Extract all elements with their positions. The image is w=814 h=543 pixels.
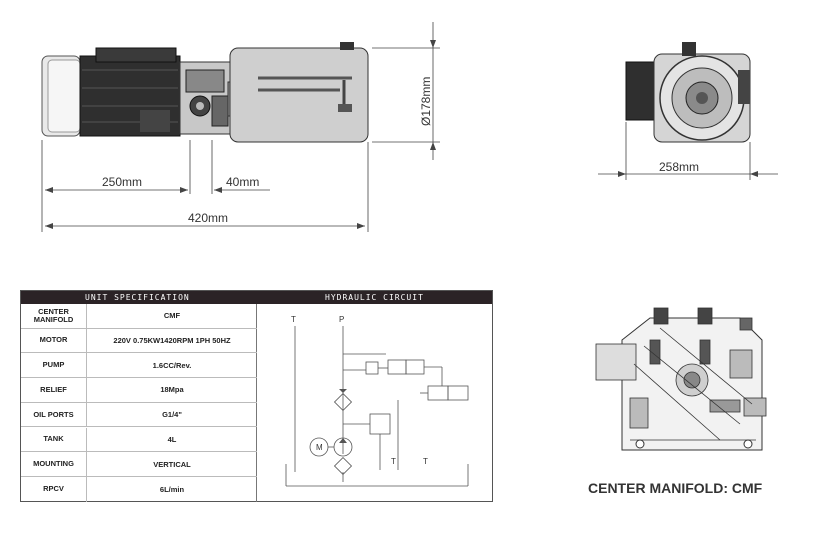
spec-label: OIL PORTS [21, 402, 87, 427]
spec-label: MOUNTING [21, 452, 87, 476]
tank-diameter-dimension: Ø178mm [419, 76, 433, 126]
oil-tank [229, 42, 369, 143]
motor-end-cap [41, 55, 81, 137]
spec-value: VERTICAL [153, 459, 191, 469]
circuit-return-t2: T [423, 457, 428, 466]
spec-row: TANK 4L [21, 427, 257, 453]
circuit-motor-label: M [316, 443, 323, 452]
spec-row: CENTER MANIFOLD CMF [21, 304, 257, 329]
spec-value: 4L [167, 434, 177, 444]
spec-value: 220V 0.75KW1420RPM 1PH 50HZ [113, 336, 231, 346]
unit-specification-panel: UNIT SPECIFICATION HYDRAULIC CIRCUIT CEN… [20, 290, 493, 502]
spec-row: OIL PORTS G1/4" [21, 402, 257, 428]
center-manifold-caption: CENTER MANIFOLD: CMF [588, 480, 763, 496]
center-manifold-drawing [595, 307, 767, 451]
spec-label: RPCV [21, 476, 87, 502]
spec-label: MOTOR [21, 328, 87, 353]
hydraulic-circuit-heading: HYDRAULIC CIRCUIT [325, 293, 424, 302]
dimension-arrows [45, 40, 436, 229]
spec-row: RPCV 6L/min [21, 476, 257, 502]
spec-value: 1.6CC/Rev. [152, 360, 192, 370]
hydraulic-circuit-diagram: T P M T T [285, 315, 469, 487]
width-dimension-lines [598, 122, 778, 180]
spec-label: CENTER MANIFOLD [21, 304, 87, 328]
dimension-lines [41, 22, 440, 232]
hydraulic-circuit-area: T P M T T [258, 304, 493, 502]
spec-value: G1/4" [162, 410, 182, 420]
spec-value: CMF [163, 311, 181, 321]
circuit-port-p: P [339, 315, 344, 324]
motor-length-dimension: 250mm [102, 175, 143, 189]
motor-body [79, 47, 181, 137]
spec-label: PUMP [21, 353, 87, 378]
end-view-body [625, 42, 751, 143]
spec-row: MOTOR 220V 0.75KW1420RPM 1PH 50HZ [21, 328, 257, 354]
circuit-port-t: T [291, 315, 296, 324]
spec-row: RELIEF 18Mpa [21, 378, 257, 403]
spec-value: 18Mpa [160, 385, 184, 395]
overall-length-dimension: 420mm [188, 211, 229, 225]
spec-table: CENTER MANIFOLD CMF MOTOR 220V 0.75KW142… [21, 304, 257, 502]
unit-specification-heading: UNIT SPECIFICATION [85, 293, 190, 302]
spec-value: 6L/min [159, 484, 185, 494]
width-dimension: 258mm [659, 160, 700, 174]
side-view-drawing [41, 22, 440, 232]
spec-row: MOUNTING VERTICAL [21, 452, 257, 477]
spec-row: PUMP 1.6CC/Rev. [21, 353, 257, 379]
spec-label: TANK [21, 427, 87, 452]
circuit-return-t1: T [391, 457, 396, 466]
end-view-drawing [598, 42, 778, 180]
spec-header-bar: UNIT SPECIFICATION HYDRAULIC CIRCUIT [21, 291, 492, 304]
spec-label: RELIEF [21, 378, 87, 402]
manifold-length-dimension: 40mm [226, 175, 260, 189]
